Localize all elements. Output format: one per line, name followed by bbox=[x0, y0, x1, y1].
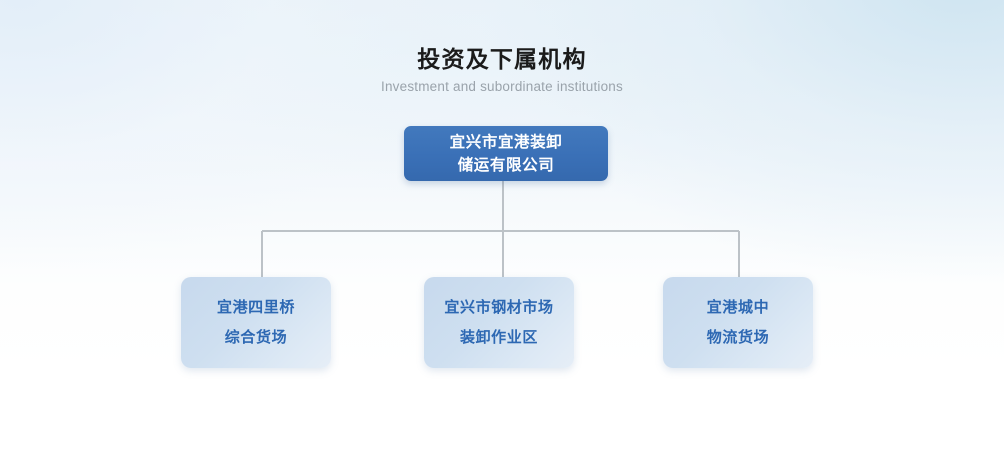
org-node-child-3[interactable]: 宜港城中 物流货场 bbox=[663, 277, 813, 368]
org-node-root-line-1: 宜兴市宜港装卸 bbox=[449, 133, 563, 151]
org-node-child-1-line-2: 综合货场 bbox=[224, 328, 288, 346]
org-node-child-2-line-1: 宜兴市钢材市场 bbox=[444, 298, 554, 316]
org-node-root[interactable]: 宜兴市宜港装卸 储运有限公司 bbox=[404, 126, 608, 181]
page-title: 投资及下属机构 bbox=[417, 46, 587, 72]
org-node-child-2-line-2: 装卸作业区 bbox=[459, 328, 538, 346]
org-node-child-3-line-2: 物流货场 bbox=[706, 328, 770, 346]
chart-header: 投资及下属机构 Investment and subordinate insti… bbox=[0, 44, 1004, 97]
page-subtitle: Investment and subordinate institutions bbox=[381, 79, 623, 94]
org-node-child-1[interactable]: 宜港四里桥 综合货场 bbox=[181, 277, 331, 368]
org-node-child-2[interactable]: 宜兴市钢材市场 装卸作业区 bbox=[424, 277, 574, 368]
org-node-child-1-line-1: 宜港四里桥 bbox=[216, 298, 295, 316]
org-node-root-line-2: 储运有限公司 bbox=[457, 156, 555, 174]
org-node-child-3-line-1: 宜港城中 bbox=[706, 298, 770, 316]
